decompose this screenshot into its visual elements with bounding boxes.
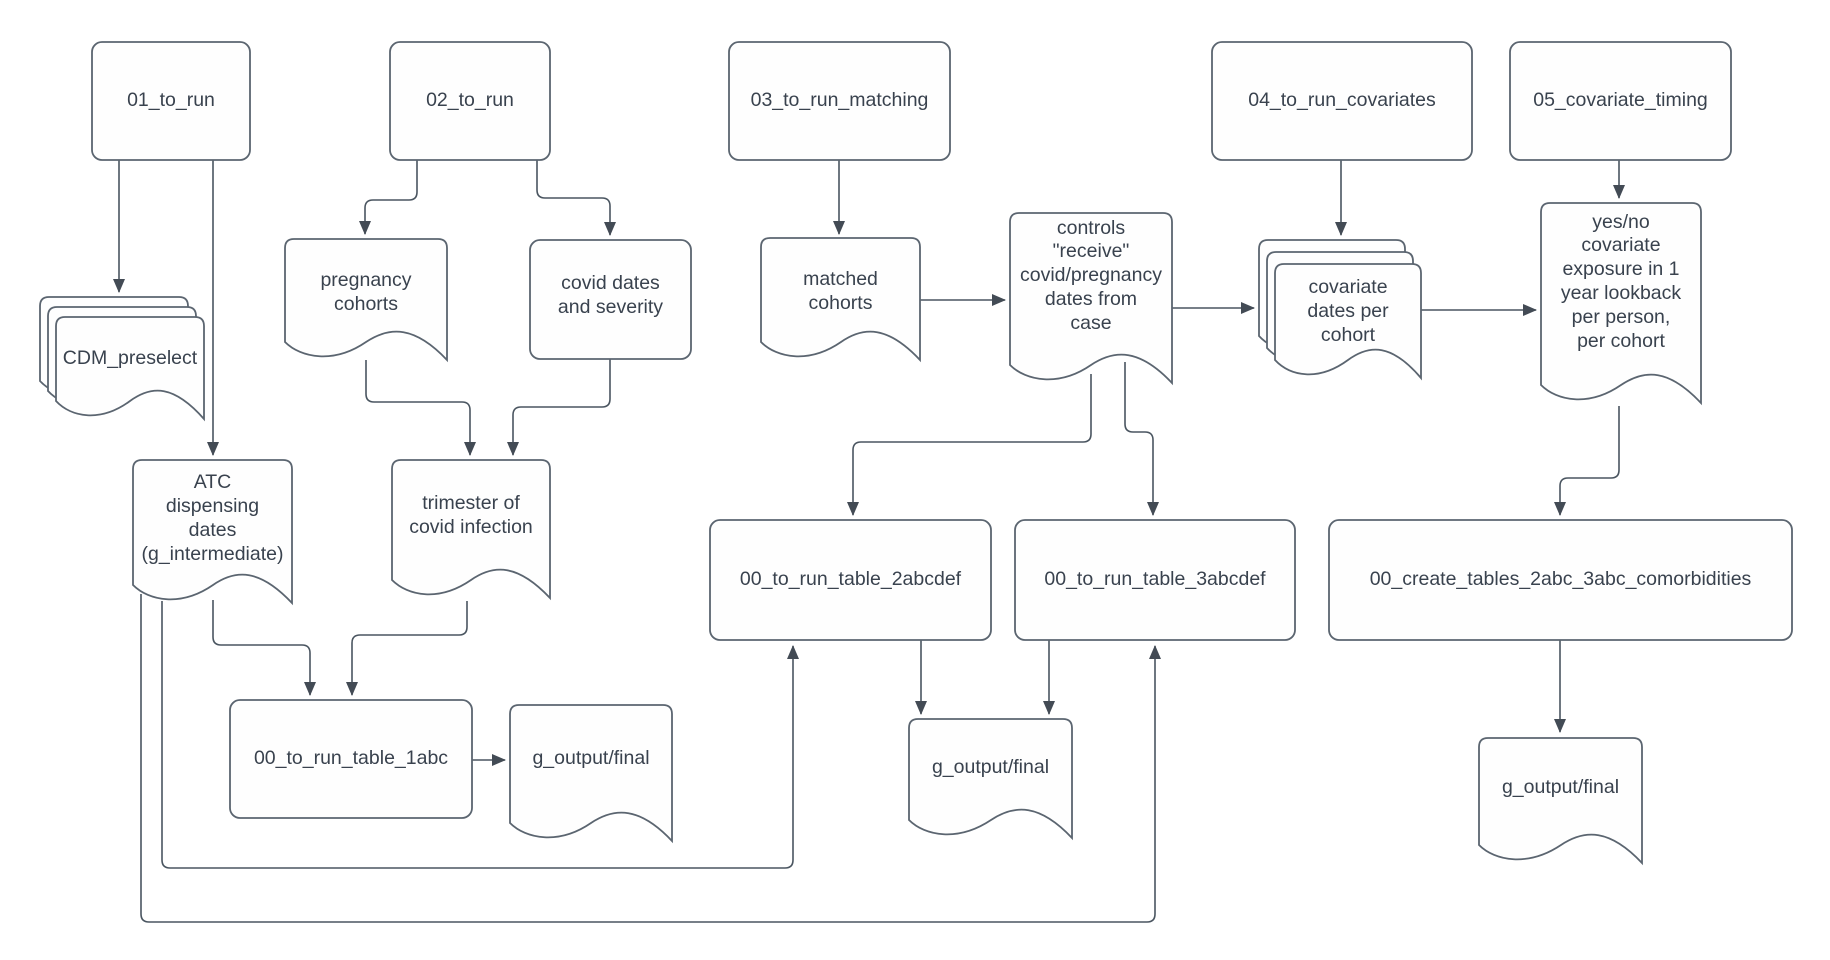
node-g-output-final-2[interactable]	[908, 718, 1073, 841]
cdm-preselect-layer-front	[55, 316, 205, 422]
node-matched-cohorts[interactable]	[760, 237, 921, 363]
node-covariate-dates[interactable]	[1258, 239, 1422, 381]
edge-controls-table3	[1124, 362, 1159, 516]
node-trimester[interactable]	[391, 459, 551, 601]
node-g-output-final-3[interactable]	[1478, 737, 1643, 866]
covariate-dates-layer-front	[1274, 263, 1422, 381]
node-03-to-run-matching[interactable]	[728, 41, 951, 161]
edge-atc-table1	[212, 600, 316, 696]
node-atc-dispensing[interactable]	[132, 459, 293, 606]
node-table-3abcdef[interactable]	[1014, 519, 1296, 641]
nodes	[39, 41, 1793, 866]
node-create-tables-comorbidities[interactable]	[1328, 519, 1793, 641]
node-cdm-preselect[interactable]	[39, 296, 205, 422]
node-01-to-run[interactable]	[91, 41, 251, 161]
edge-pregnancy-trimester	[365, 360, 476, 456]
node-yes-no-exposure[interactable]	[1540, 202, 1702, 406]
node-02-to-run[interactable]	[389, 41, 551, 161]
node-covid-dates-severity[interactable]	[529, 239, 692, 360]
node-controls-receive[interactable]	[1009, 212, 1173, 386]
edge-02-covid	[536, 160, 616, 236]
edge-yesno-createtables	[1554, 406, 1620, 516]
edge-controls-table2	[847, 374, 1092, 516]
edges	[113, 160, 1625, 923]
edge-02-pregnancy	[359, 160, 418, 235]
edge-atc-table2	[161, 601, 799, 869]
edge-atc-table3	[140, 594, 1161, 923]
edge-trimester-table1	[346, 601, 468, 696]
node-table-2abcdef[interactable]	[709, 519, 992, 641]
node-pregnancy-cohorts[interactable]	[284, 238, 448, 363]
node-g-output-final-1[interactable]	[509, 704, 673, 844]
node-05-covariate-timing[interactable]	[1509, 41, 1732, 161]
node-table-1abc[interactable]	[229, 699, 473, 819]
node-04-to-run-covariates[interactable]	[1211, 41, 1473, 161]
edge-covid-trimester	[507, 359, 611, 456]
